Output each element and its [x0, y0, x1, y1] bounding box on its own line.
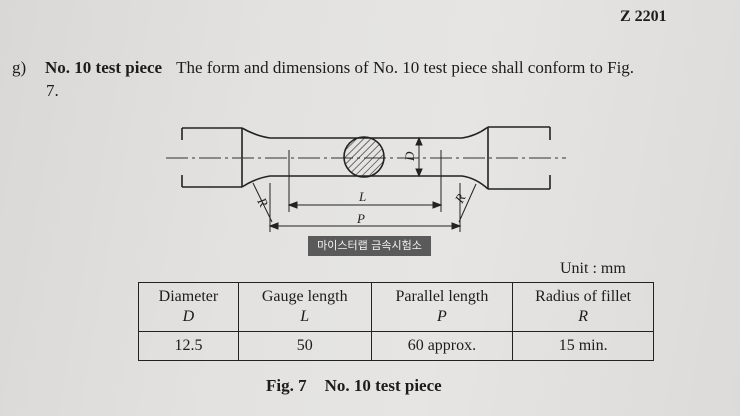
page-code: Z 2201: [620, 8, 667, 25]
figure-caption: Fig. 7 No. 10 test piece: [266, 376, 442, 396]
item-label: g): [12, 58, 27, 77]
value-parallel-length: 60 approx.: [370, 331, 514, 361]
section-paragraph: g) No. 10 test piece The form and dimensio…: [12, 56, 740, 100]
value-diameter: 12.5: [138, 331, 239, 361]
label-l: L: [358, 189, 366, 204]
unit-label: Unit : mm: [560, 260, 626, 277]
label-r-left: R: [254, 194, 271, 209]
label-p: P: [356, 211, 365, 226]
value-gauge-length: 50: [237, 331, 372, 361]
paragraph-text-line2: 7.: [46, 81, 59, 100]
item-title: No. 10 test piece: [45, 58, 163, 77]
table-row: 12.5 50 60 approx. 15 min.: [138, 331, 654, 361]
watermark-label: 마이스터랩 금속시험소: [308, 236, 431, 256]
figure-number: Fig. 7: [266, 376, 307, 395]
paragraph-text-line1: The form and dimensions of No. 10 test p…: [176, 58, 635, 77]
value-radius-fillet: 15 min.: [512, 331, 654, 361]
label-d: D: [402, 151, 417, 162]
figure-title: No. 10 test piece: [324, 376, 442, 395]
